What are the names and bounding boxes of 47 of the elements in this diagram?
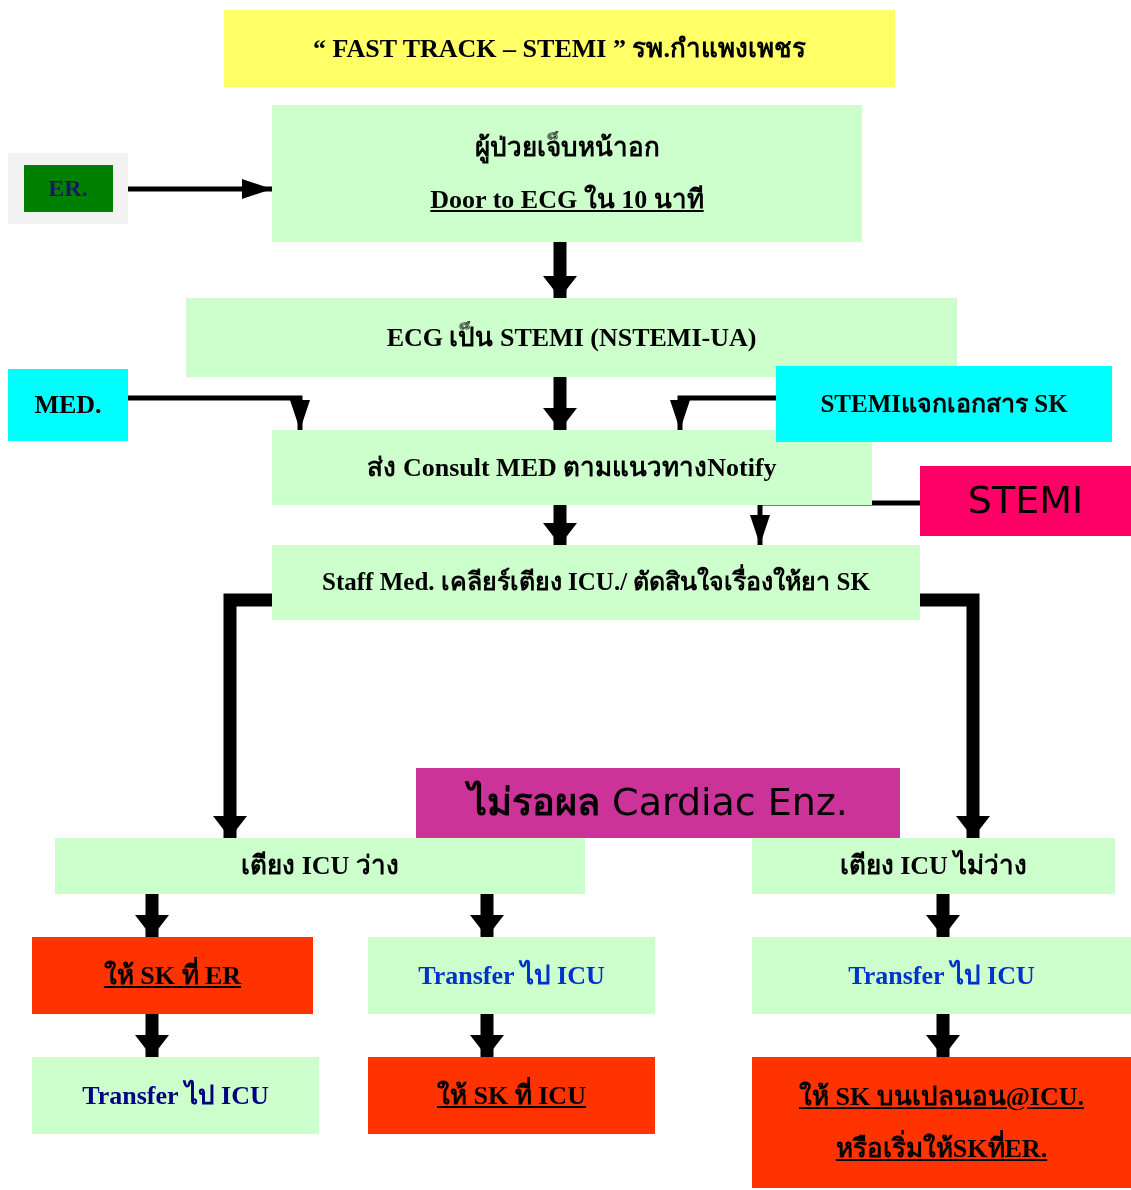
arrow [920, 593, 990, 838]
box-text: เตียง ICU ว่าง [241, 851, 399, 881]
process-box [272, 545, 920, 620]
process-box [368, 937, 655, 1014]
box-text: Transfer ไป ICU [82, 1080, 269, 1111]
arrow [128, 179, 272, 199]
arrow [543, 377, 577, 430]
arrow [750, 500, 920, 545]
box-text: Transfer ไป ICU [418, 960, 605, 991]
unit-box [8, 369, 128, 441]
box-text: ส่ง Consult MED ตามแนวทางNotify [367, 452, 777, 483]
box-text: Door to ECG ใน 10 นาที [430, 184, 704, 215]
box-text: Transfer ไป ICU [848, 960, 1035, 991]
arrow [543, 505, 577, 545]
action-box [32, 937, 313, 1014]
notice-box [776, 366, 1112, 442]
unit-tag: ER. [23, 164, 113, 213]
process-box [32, 1057, 319, 1134]
box-heading: ให้ SK บนเปลนอน@ICU. [798, 1081, 1084, 1112]
process-box [752, 937, 1131, 1014]
arrow [470, 1014, 504, 1057]
note-banner [416, 768, 900, 838]
decision-box [752, 838, 1115, 894]
process-box [272, 105, 862, 242]
box-text: MED. [34, 390, 102, 420]
title-banner [224, 10, 895, 87]
arrow [128, 395, 310, 430]
box-text: ECG เป็น STEMI (NSTEMI-UA) [386, 322, 757, 353]
box-text: STEMIแจกเอกสาร SK [820, 389, 1068, 419]
arrow [135, 1014, 169, 1057]
arrow [670, 395, 776, 430]
tag-frame [8, 153, 128, 224]
alert-box [920, 466, 1131, 536]
arrow [543, 242, 577, 298]
banner-title: “ FAST TRACK – STEMI ” รพ.กำแพงเพชร [313, 33, 806, 64]
box-heading: ผู้ป่วยเจ็บหน้าอก [474, 132, 660, 163]
box-text: STEMI [967, 479, 1084, 523]
arrow [135, 894, 169, 937]
decision-box [55, 838, 585, 894]
process-box [272, 430, 872, 505]
process-box [186, 298, 957, 377]
arrow [926, 1014, 960, 1057]
arrow [470, 894, 504, 937]
box-text: เตียง ICU ไม่ว่าง [839, 851, 1028, 881]
arrow [926, 894, 960, 937]
action-box [368, 1057, 655, 1134]
action-box [752, 1057, 1131, 1188]
